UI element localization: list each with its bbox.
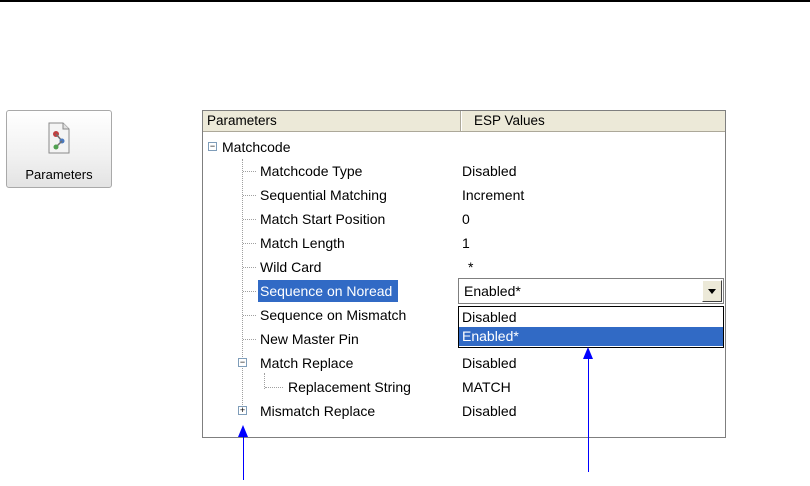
tree-branch [243, 291, 256, 292]
param-label[interactable]: Sequence on Mismatch [260, 307, 407, 323]
param-label-selected[interactable]: Sequence on Noread [258, 280, 399, 302]
group-matchcode[interactable]: Matchcode [222, 139, 291, 155]
param-value[interactable]: Increment [462, 187, 525, 203]
dropdown-options-list: Disabled Enabled* [458, 306, 724, 348]
param-label[interactable]: Replacement String [288, 379, 411, 395]
parameters-document-icon [48, 122, 70, 154]
param-value[interactable]: Disabled [462, 355, 517, 371]
parameters-grid[interactable]: Parameters ESP Values − Matchcode Matchc… [202, 110, 726, 438]
tree-branch [243, 267, 256, 268]
callout-arrow-right-line [588, 358, 589, 472]
param-value[interactable]: 1 [462, 235, 470, 251]
tree-branch [243, 243, 256, 244]
tree-line [242, 159, 243, 411]
param-label[interactable]: Match Start Position [260, 211, 386, 227]
callout-arrow-right-head [583, 347, 593, 359]
callout-arrow-left-head [238, 425, 248, 437]
param-value[interactable]: * [468, 259, 474, 275]
tree-branch [243, 219, 256, 220]
param-value[interactable]: 0 [462, 211, 470, 227]
tree-branch [265, 387, 283, 388]
grid-header: Parameters ESP Values [203, 111, 725, 132]
tree-branch [243, 171, 256, 172]
param-value[interactable]: Disabled [462, 163, 517, 179]
tree-line [264, 373, 265, 389]
dropdown-current-value: Enabled* [464, 283, 521, 299]
chevron-down-icon [708, 289, 716, 294]
param-value[interactable]: Disabled [462, 403, 517, 419]
param-label[interactable]: Sequential Matching [260, 187, 387, 203]
param-label[interactable]: Match Length [260, 235, 345, 251]
collapse-matchcode-toggle[interactable]: − [208, 141, 217, 151]
param-label[interactable]: Mismatch Replace [260, 403, 376, 419]
tree-branch [243, 195, 256, 196]
dropdown-option-enabled[interactable]: Enabled* [459, 327, 723, 346]
param-label[interactable]: Match Replace [260, 355, 354, 371]
dropdown-arrow-button[interactable] [702, 280, 722, 302]
collapse-match-replace-toggle[interactable]: − [238, 357, 247, 367]
value-dropdown[interactable]: Enabled* [458, 278, 724, 304]
param-label[interactable]: Wild Card [260, 259, 322, 275]
expand-mismatch-replace-toggle[interactable]: + [238, 405, 247, 415]
param-label[interactable]: New Master Pin [260, 331, 359, 347]
dropdown-option-disabled[interactable]: Disabled [462, 309, 517, 325]
tree-branch [243, 339, 256, 340]
tree-branch [243, 315, 256, 316]
top-rule [0, 0, 810, 2]
callout-arrow-left-line [243, 436, 244, 480]
parameters-button-label: Parameters [25, 167, 93, 182]
column-header-esp-values[interactable]: ESP Values [461, 111, 725, 131]
param-label[interactable]: Matchcode Type [260, 163, 363, 179]
parameters-button[interactable]: Parameters [6, 110, 112, 188]
column-header-parameters[interactable]: Parameters [203, 111, 461, 131]
param-value[interactable]: MATCH [462, 379, 511, 395]
